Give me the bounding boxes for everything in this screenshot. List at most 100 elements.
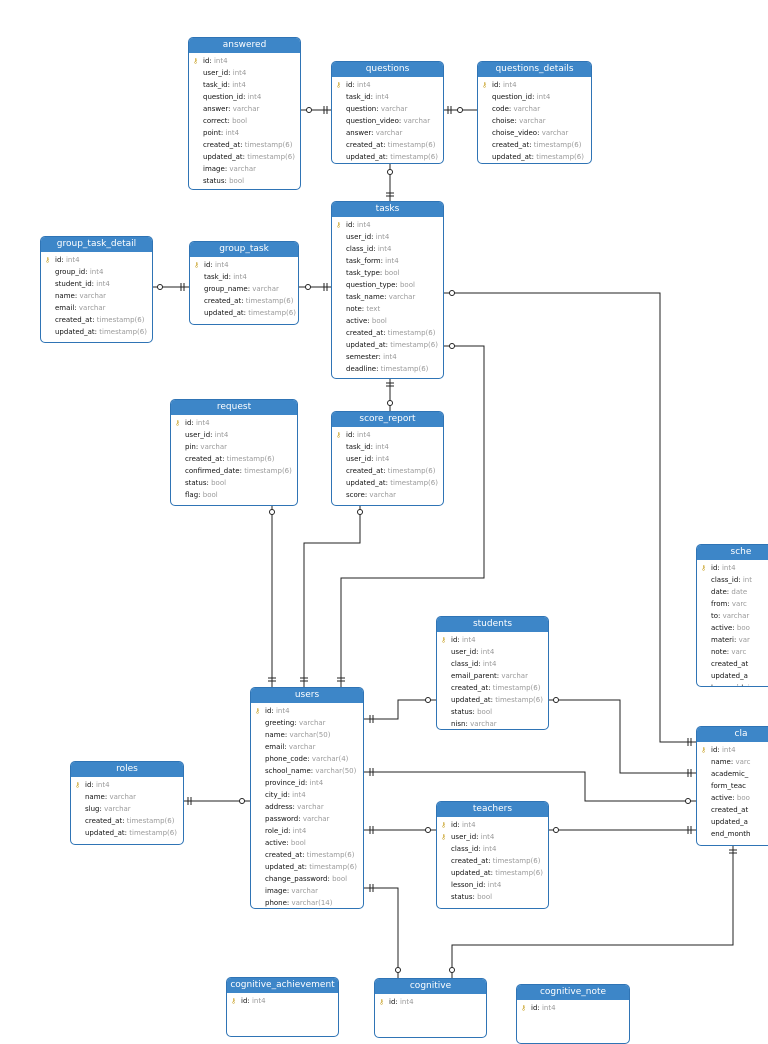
column-name: address (265, 803, 293, 811)
column-row: updated_at: timestamp(6) (204, 309, 296, 317)
column-type: int4 (225, 129, 240, 137)
column-name: updated_at (85, 829, 125, 837)
relation-users-class (363, 771, 696, 802)
column-name: created_at (451, 857, 489, 865)
table-cognitive[interactable]: cognitive⚷id: int4 (374, 978, 487, 1038)
column-type: int4 (356, 81, 371, 89)
column-type: int4 (480, 833, 495, 841)
column-row: updated_at: timestamp(6) (346, 479, 438, 487)
column-name: student_id (55, 280, 92, 288)
column-name: semester (346, 353, 379, 361)
column-type: timestamp(6) (245, 297, 294, 305)
column-row: name: varc (711, 758, 751, 766)
column-type: timestamp(6) (244, 141, 293, 149)
column-name: updated_a (711, 818, 748, 826)
column-name: question_id (203, 93, 244, 101)
column-row: ⚷id: int4 (175, 419, 210, 427)
column-row: ⚷id: int4 (45, 256, 80, 264)
column-row: ⚷id: int4 (482, 81, 517, 89)
column-name: status (203, 177, 225, 185)
column-name: updated_at (346, 341, 386, 349)
key-icon: ⚷ (336, 221, 342, 229)
column-row: flag: bool (185, 491, 218, 499)
column-type: bool (229, 177, 245, 185)
column-type: int4 (502, 81, 517, 89)
column-type: int4 (721, 746, 736, 754)
column-row: province_id: int4 (265, 779, 324, 787)
column-type: date (731, 588, 748, 596)
column-row: ⚷id: int4 (441, 636, 476, 644)
column-name: task_id (346, 93, 371, 101)
column-name: updated_at (55, 328, 95, 336)
column-row: ⚷id: int4 (336, 221, 371, 229)
column-row: user_id: int4 (203, 69, 247, 77)
column-row: created_at: timestamp(6) (346, 329, 436, 337)
table-cognitive-note[interactable]: cognitive_note⚷id: int4 (516, 984, 630, 1044)
column-row: address: varchar (265, 803, 324, 811)
column-row: ⚷id: int4 (194, 261, 229, 269)
column-row: created_at: timestamp(6) (55, 316, 145, 324)
column-type: bool (384, 269, 400, 277)
key-icon: ⚷ (379, 998, 385, 1006)
column-row: task_form: int4 (346, 257, 399, 265)
column-row: question_id: int4 (203, 93, 262, 101)
column-row: choise_video: varchar (492, 129, 569, 137)
column-name: choise_video (492, 129, 538, 137)
column-row: ⚷id: int4 (336, 431, 371, 439)
column-name: from (711, 600, 728, 608)
column-row: task_id: int4 (346, 93, 389, 101)
column-row: question_video: varchar (346, 117, 431, 125)
column-name: task_type (346, 269, 380, 277)
column-type: bool (371, 317, 387, 325)
column-row: updated_at: timestamp(6) (203, 153, 295, 161)
table-cognitive-achievement[interactable]: cognitive_achievement⚷id: int4 (226, 977, 339, 1037)
column-row: semester: int4 (346, 353, 397, 361)
key-icon: ⚷ (75, 781, 81, 789)
column-name: created_at (185, 455, 223, 463)
column-row: updated_a (701, 670, 768, 682)
relation-tasks-users (340, 345, 485, 687)
column-name: user_id (346, 233, 372, 241)
column-type: int4 (96, 280, 110, 288)
column-row: score: varchar (346, 491, 397, 499)
column-name: phone (265, 899, 287, 907)
column-type: int4 (541, 1004, 556, 1012)
column-row: ⚷user_id: int4 (441, 833, 495, 841)
column-type: timestamp(6) (126, 817, 175, 825)
column-name: id (346, 221, 353, 229)
column-name: active (711, 624, 733, 632)
column-name: id (55, 256, 62, 264)
column-row: active: boo (711, 624, 750, 632)
column-name: created_at (346, 467, 384, 475)
key-icon: ⚷ (175, 419, 181, 427)
column-name: created_at (346, 329, 384, 337)
column-name: updated_a (711, 672, 748, 680)
column-row: phone: varchar(14) (265, 899, 333, 907)
column-row: ⚷id: int4 (701, 564, 736, 572)
column-type: timestamp(6) (226, 455, 275, 463)
column-name: id (346, 81, 353, 89)
column-type: varchar (109, 793, 137, 801)
column-type: int4 (247, 93, 262, 101)
